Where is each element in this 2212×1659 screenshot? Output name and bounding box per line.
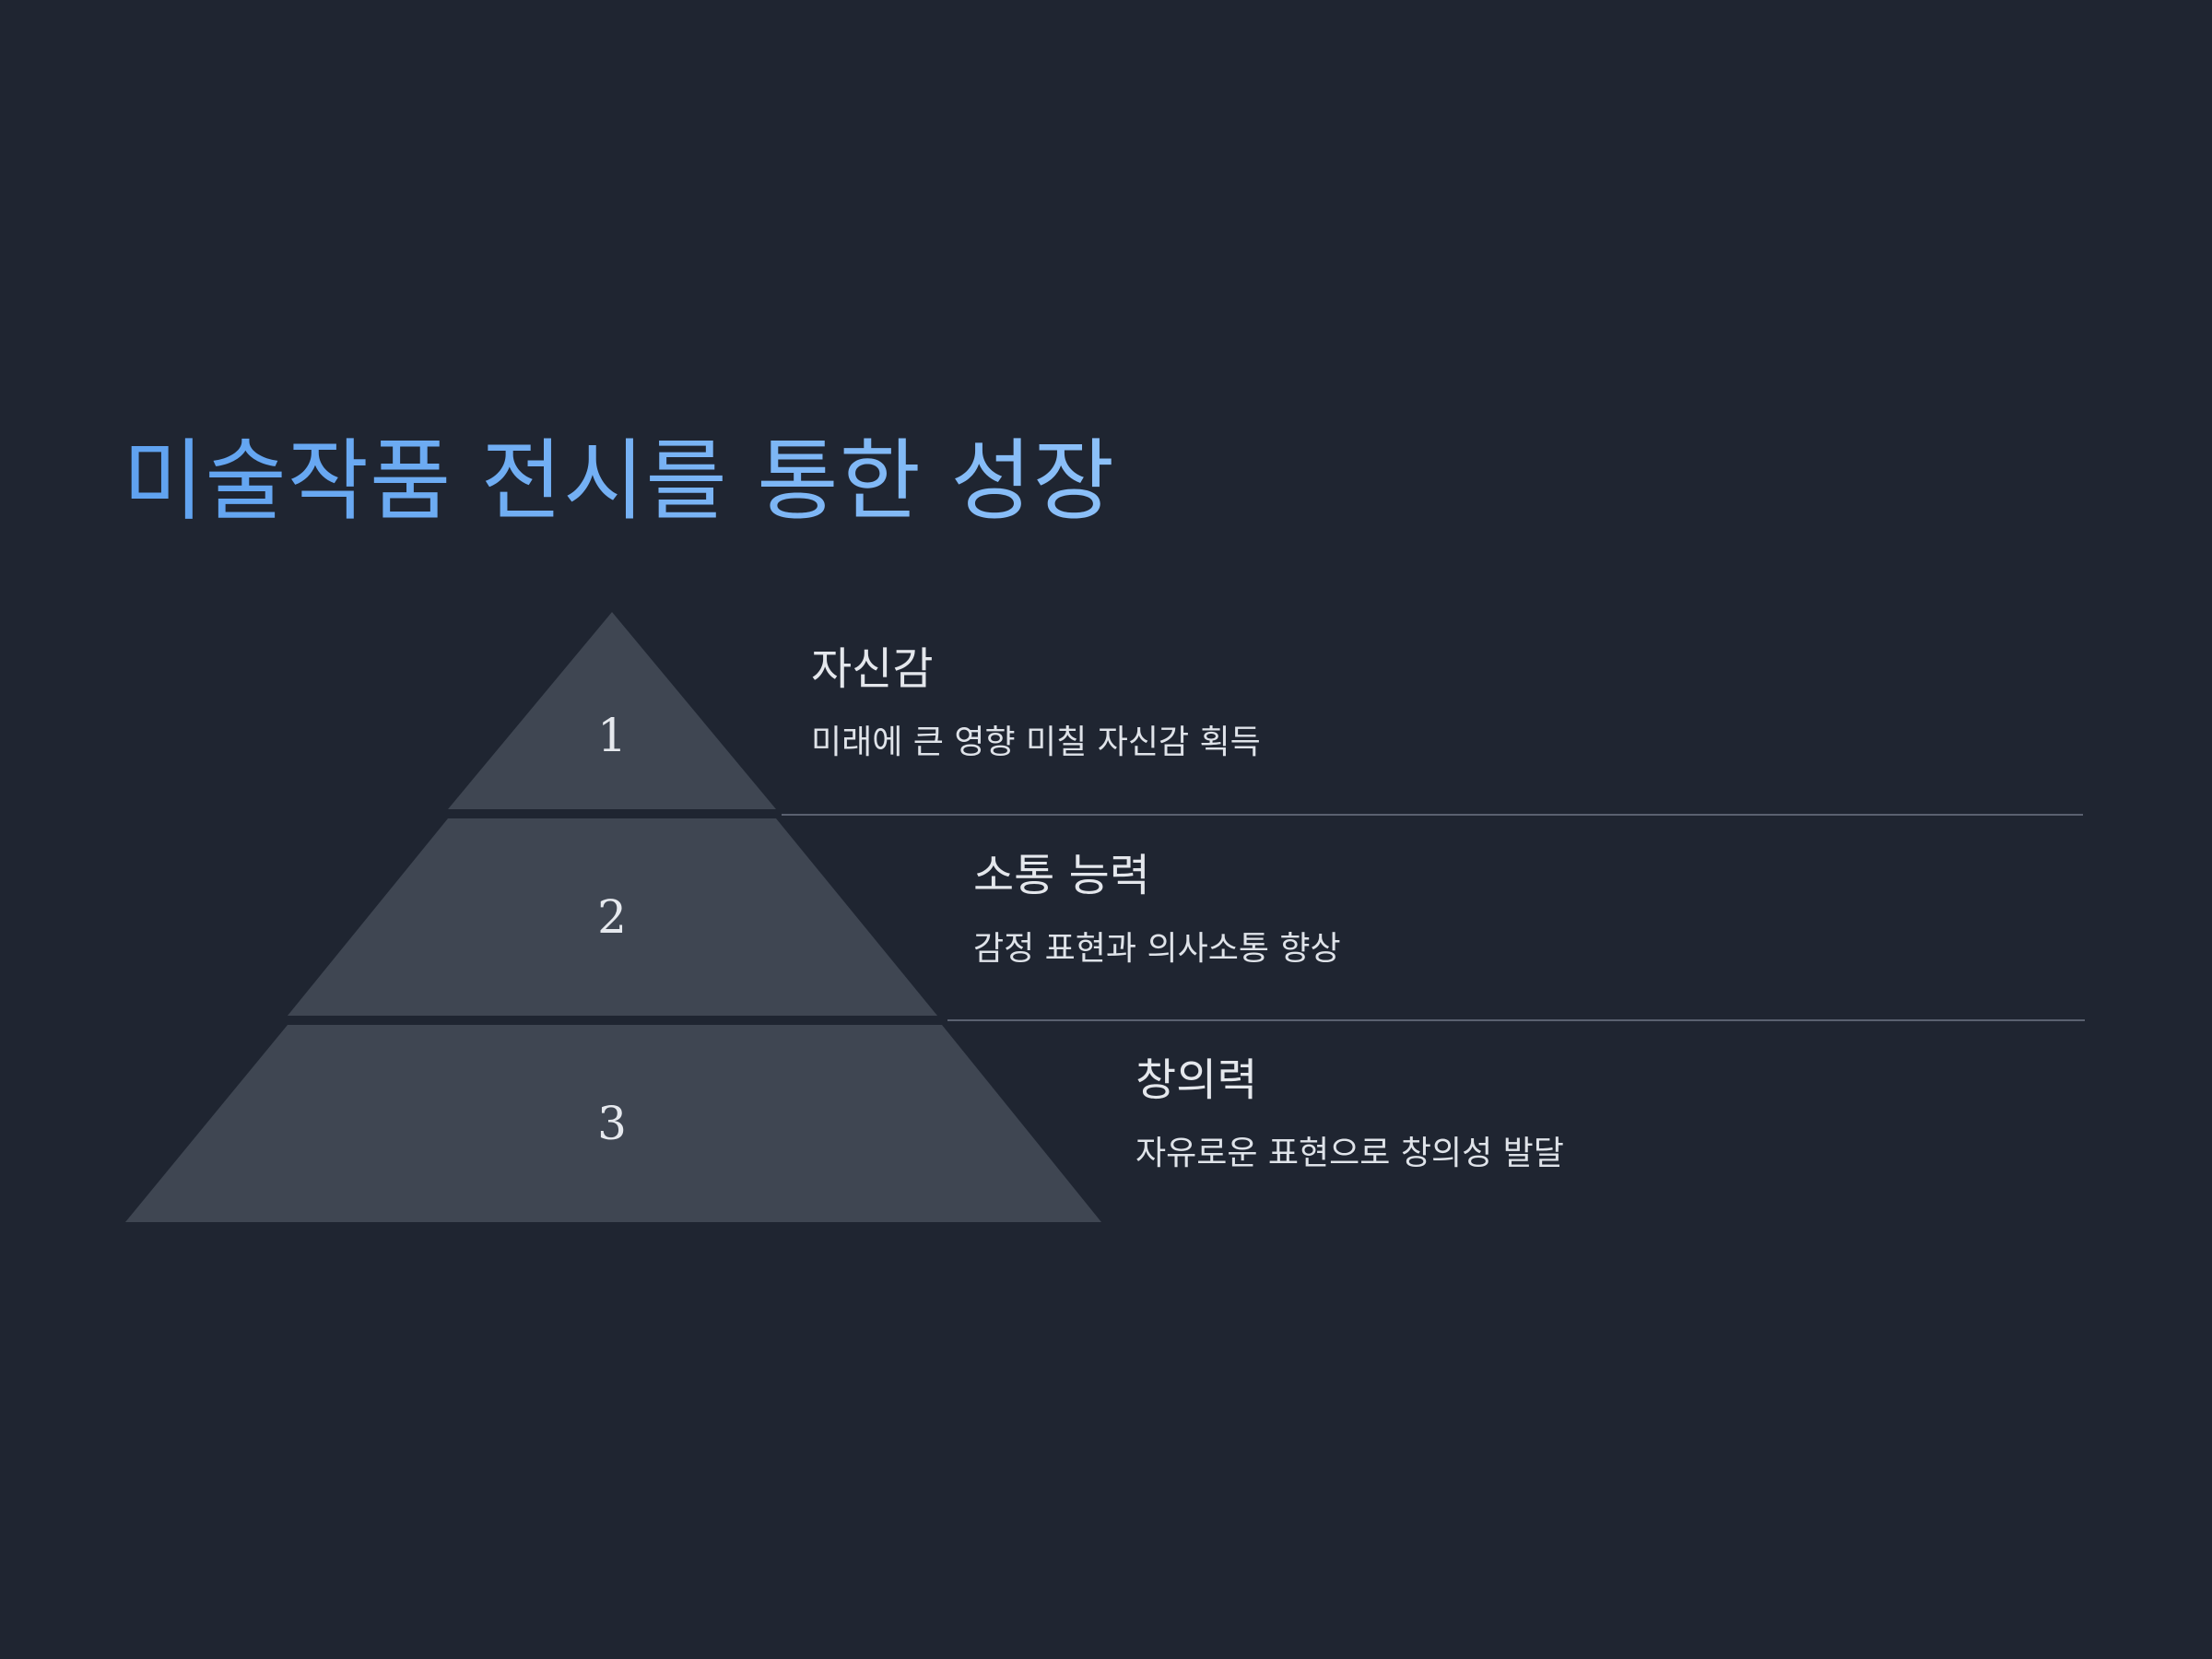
- pyramid-layer-3: [125, 1025, 1101, 1222]
- pyramid-layer-2-number: 2: [597, 890, 627, 944]
- pyramid-layer-2: [288, 818, 937, 1016]
- level-3-description: 자유로운 표현으로 창의성 발달: [1135, 1135, 1564, 1172]
- level-1-description: 미래에 큰 영향 미칠 자신감 획득: [811, 724, 1261, 761]
- pyramid-layer-1-number: 1: [597, 709, 627, 762]
- slide-title: 미술작품 전시를 통한 성장: [123, 429, 1116, 533]
- level-2-heading: 소통 능력: [973, 850, 1150, 901]
- pyramid-layer-1: [448, 612, 776, 809]
- level-2-description: 감정 표현과 의사소통 향상: [973, 930, 1341, 968]
- level-3-heading: 창의력: [1135, 1054, 1258, 1106]
- level-1-heading: 자신감: [811, 643, 934, 695]
- pyramid-layer-3-number: 3: [597, 1097, 627, 1150]
